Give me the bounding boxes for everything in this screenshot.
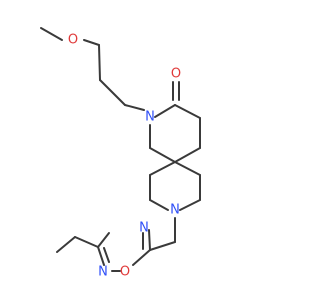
atom-n-ring-3: N	[139, 221, 149, 236]
bond-left-spiro	[149, 161, 176, 176]
molecule-canvas: O O N N N O N	[40, 27, 201, 280]
bond-c5-n4-1	[148, 229, 151, 251]
bond-n4-c3	[97, 232, 110, 248]
bond-n-co	[154, 104, 176, 118]
bond-co-ch2	[174, 104, 201, 119]
bond-ch3-o	[40, 27, 63, 41]
bond-c3-n2-1	[97, 246, 105, 266]
atom-n-lactam: N	[145, 110, 155, 125]
bond-o-ch2	[83, 39, 100, 46]
atom-o-methoxy: O	[68, 33, 78, 48]
molecule-structure: O O N N N O N	[40, 27, 201, 280]
bond-o1-c5	[132, 249, 151, 266]
bond-ch2-spiro	[174, 147, 201, 163]
atom-o-carbonyl: O	[171, 67, 181, 82]
bond-ch2-oxadiazole	[149, 241, 176, 251]
bond-c3-ethyl	[74, 236, 99, 248]
bond-spiro-ch2	[149, 147, 176, 163]
bond-right-n	[179, 199, 201, 211]
bond-ethyl-ch3	[56, 236, 76, 253]
atom-n-ring-2: N	[98, 265, 108, 280]
bond-spiro-right	[174, 161, 201, 176]
atom-n-piperidine: N	[170, 203, 180, 218]
bond-ch2-ch2b	[99, 79, 126, 106]
bond-n-left	[149, 199, 169, 211]
atom-o-ring: O	[120, 265, 130, 280]
bond-ch2-ch2	[98, 44, 101, 81]
bond-c3-n2-2	[103, 247, 110, 263]
bond-ch2-n	[124, 104, 145, 111]
